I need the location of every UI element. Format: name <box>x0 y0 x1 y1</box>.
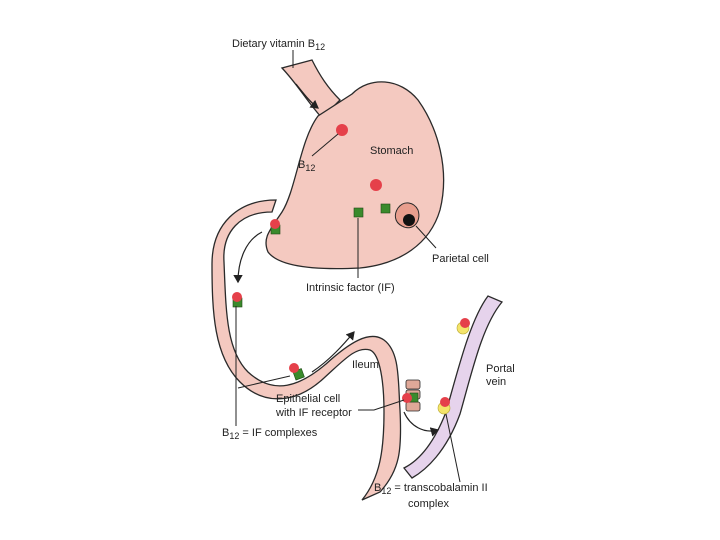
parietal-cell-nucleus <box>403 214 415 226</box>
intrinsic-factor <box>353 207 364 218</box>
small-intestine <box>211 199 402 501</box>
epithelial-cell <box>405 379 421 390</box>
label-b12-if-complexes: B12 = IF complexes <box>222 427 318 441</box>
label-intrinsic-factor: Intrinsic factor (IF) <box>306 282 395 294</box>
portal-vein <box>402 295 504 479</box>
b12-if-complex <box>270 219 281 235</box>
label-epithelial-cell: Epithelial cell <box>276 393 340 405</box>
leader-line <box>415 225 437 249</box>
b12-tc2-complex <box>437 397 451 415</box>
b12-molecule <box>370 179 382 191</box>
leader-line <box>358 399 405 411</box>
b12-if-complex <box>232 292 243 308</box>
label-portal: Portal <box>486 363 515 375</box>
label-dietary-b12: Dietary vitamin B12 <box>232 38 325 52</box>
label-stomach: Stomach <box>370 145 413 157</box>
flow-arrow <box>295 83 319 109</box>
label-complex: complex <box>408 498 449 510</box>
b12-molecule <box>336 124 348 136</box>
epithelial-cell <box>405 401 421 412</box>
stomach <box>265 81 445 270</box>
label-ileum: Ileum <box>352 359 379 371</box>
flow-arrow <box>311 331 355 373</box>
intrinsic-factor <box>380 203 391 214</box>
leader-line <box>311 133 339 157</box>
flow-arrow <box>403 411 440 437</box>
flow-arrow <box>233 231 263 284</box>
b12-if-complex <box>402 392 419 403</box>
label-b12: B12 <box>298 159 315 173</box>
b12-if-complex <box>289 363 305 381</box>
label-with-if-receptor: with IF receptor <box>275 407 352 419</box>
label-b12-transcobalamin: B12 = transcobalamin II <box>374 482 488 496</box>
leader-line <box>237 375 291 389</box>
label-vein: vein <box>486 376 506 388</box>
leader-line <box>445 413 461 483</box>
label-parietal-cell: Parietal cell <box>432 253 489 265</box>
b12-tc2-complex <box>456 318 470 335</box>
